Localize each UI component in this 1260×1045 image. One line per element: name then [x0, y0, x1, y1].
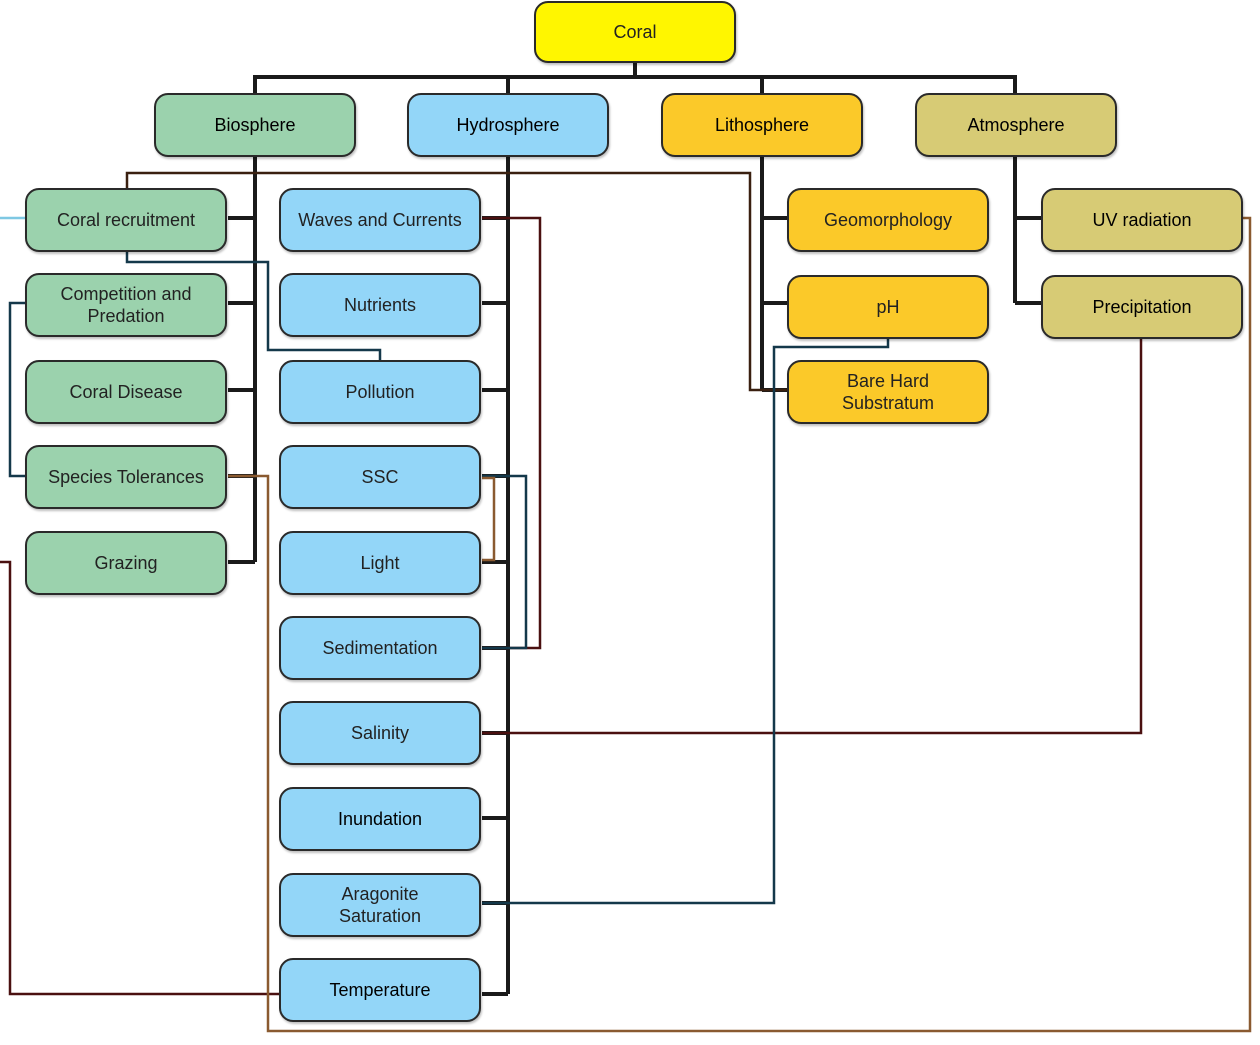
node-hydrosphere: Hydrosphere: [407, 93, 609, 157]
node-ssc: SSC: [279, 445, 481, 509]
link-recruitment-pollution: [125, 250, 382, 362]
node-temperature: Temperature: [279, 958, 481, 1022]
link-aragonite-ph: [482, 338, 890, 905]
node-aragonite-saturation: Aragonite Saturation: [279, 873, 481, 937]
node-salinity: Salinity: [279, 701, 481, 765]
node-inundation: Inundation: [279, 787, 481, 851]
node-coral: Coral: [534, 1, 736, 63]
node-coral-disease: Coral Disease: [25, 360, 227, 424]
node-biosphere: Biosphere: [154, 93, 356, 157]
node-precipitation: Precipitation: [1041, 275, 1243, 339]
link-salinity-precipitation: [482, 338, 1143, 735]
node-waves-currents: Waves and Currents: [279, 188, 481, 252]
node-bare-hard-substratum: Bare Hard Substratum: [787, 360, 989, 424]
node-nutrients: Nutrients: [279, 273, 481, 337]
link-waves-sedimentation: [482, 216, 542, 650]
node-lithosphere: Lithosphere: [661, 93, 863, 157]
node-ph: pH: [787, 275, 989, 339]
node-sedimentation: Sedimentation: [279, 616, 481, 680]
link-recruitment-substratum: [125, 171, 788, 392]
node-coral-recruitment: Coral recruitment: [25, 188, 227, 252]
node-grazing: Grazing: [25, 531, 227, 595]
link-competition-tolerances: [8, 301, 26, 478]
node-atmosphere: Atmosphere: [915, 93, 1117, 157]
node-pollution: Pollution: [279, 360, 481, 424]
link-ssc-light: [482, 476, 496, 562]
node-species-tolerances: Species Tolerances: [25, 445, 227, 509]
tree-connector: [1015, 216, 1042, 305]
node-geomorphology: Geomorphology: [787, 188, 989, 252]
node-competition-predation: Competition and Predation: [25, 273, 227, 337]
link-grazing-temperature: [0, 560, 280, 996]
node-uv-radiation: UV radiation: [1041, 188, 1243, 252]
link-tolerances-uv: [228, 216, 1252, 1033]
tree-connector: [228, 216, 255, 564]
node-light: Light: [279, 531, 481, 595]
tree-connector: [482, 216, 508, 996]
tree-connector: [253, 62, 637, 95]
link-ssc-sedimentation: [482, 474, 528, 650]
